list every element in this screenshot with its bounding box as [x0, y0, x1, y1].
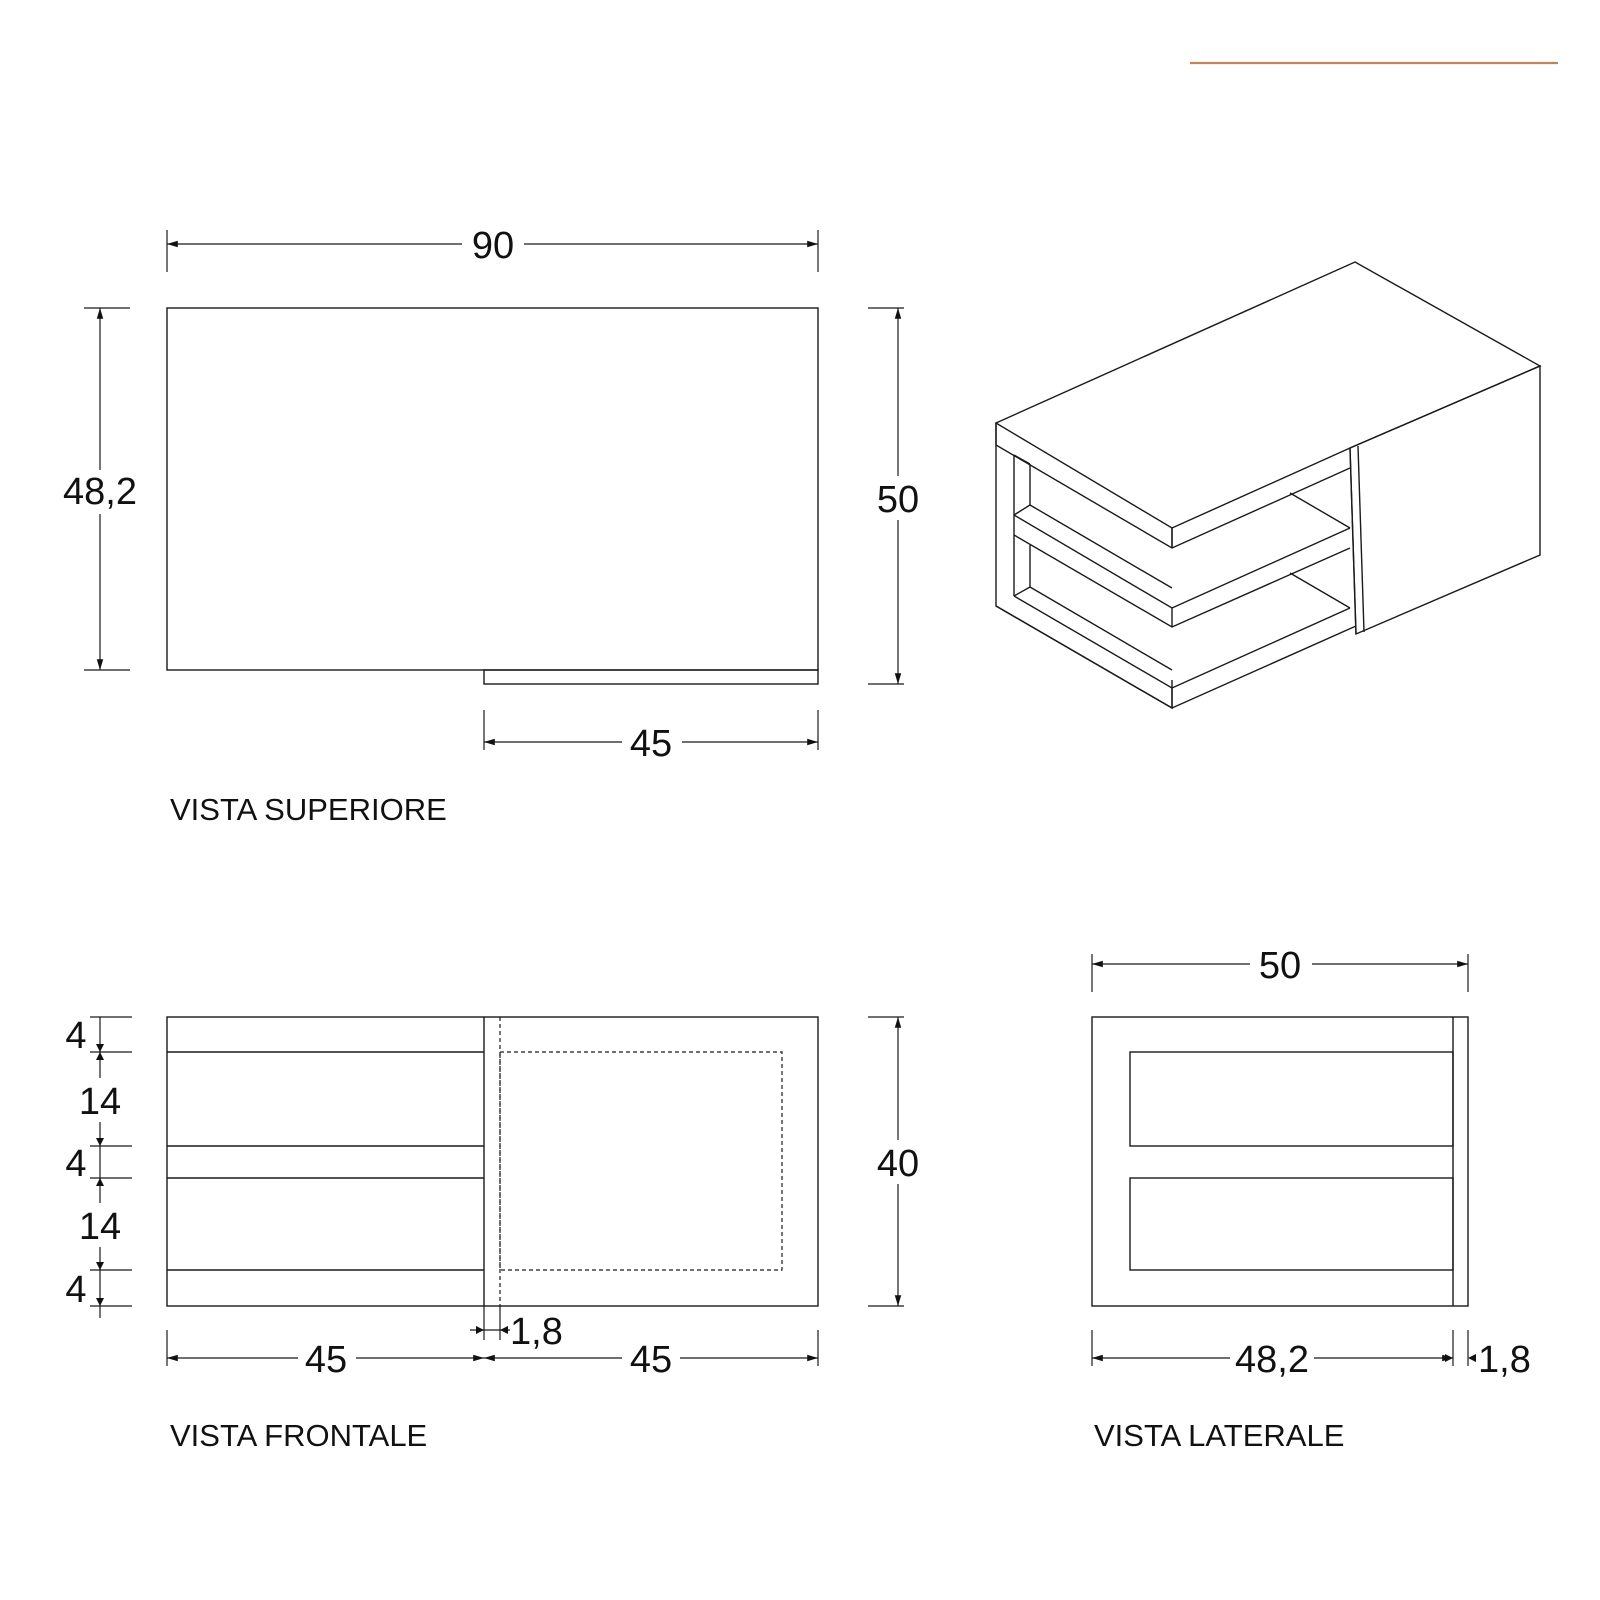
iso-door-front: [1349, 364, 1541, 636]
front-door-hidden-outline: [499, 1051, 783, 1271]
side-view-caption: VISTA LATERALE: [1094, 1418, 1344, 1453]
top-view-caption: VISTA SUPERIORE: [170, 792, 447, 827]
isometric-view: [994, 261, 1542, 710]
front-dim-shelf-1: 4: [65, 1015, 86, 1057]
front-dim-panel: 1,8: [510, 1311, 563, 1353]
top-dim-width: 90: [472, 225, 514, 267]
side-dim-bottom: 48,2: [1235, 1339, 1309, 1381]
top-view-outline: [166, 307, 819, 671]
front-dim-gap-1: 14: [79, 1081, 121, 1123]
front-view-caption: VISTA FRONTALE: [170, 1418, 427, 1453]
side-lower-opening: [1129, 1177, 1454, 1271]
top-dim-depth-left: 48,2: [63, 471, 137, 513]
side-upper-opening: [1129, 1051, 1454, 1147]
top-view: 90 48,2 50 45 VISTA SUPERIORE: [58, 222, 930, 827]
front-dim-shelf-2: 4: [65, 1143, 86, 1185]
side-dim-panel: 1,8: [1478, 1339, 1531, 1381]
side-view-outline: [1091, 1016, 1469, 1307]
front-dim-gap-2: 14: [79, 1206, 121, 1248]
front-view: 4 14 4 14 4 40 1,8 45 45 VISTA FRONTALE: [60, 1012, 930, 1453]
front-dim-right: 45: [630, 1339, 672, 1381]
side-view: 50 48,2 1,8 VISTA LATERALE: [1091, 942, 1531, 1453]
front-dim-left: 45: [305, 1339, 347, 1381]
top-view-door-edge: [483, 669, 819, 685]
top-dim-bottom: 45: [630, 723, 672, 765]
front-dim-height: 40: [877, 1143, 919, 1185]
front-dim-shelf-3: 4: [65, 1269, 86, 1311]
front-view-outline: [166, 1016, 819, 1307]
side-dim-top: 50: [1259, 945, 1301, 987]
top-dim-depth-right: 50: [877, 479, 919, 521]
iso-top-surface: [994, 261, 1542, 529]
